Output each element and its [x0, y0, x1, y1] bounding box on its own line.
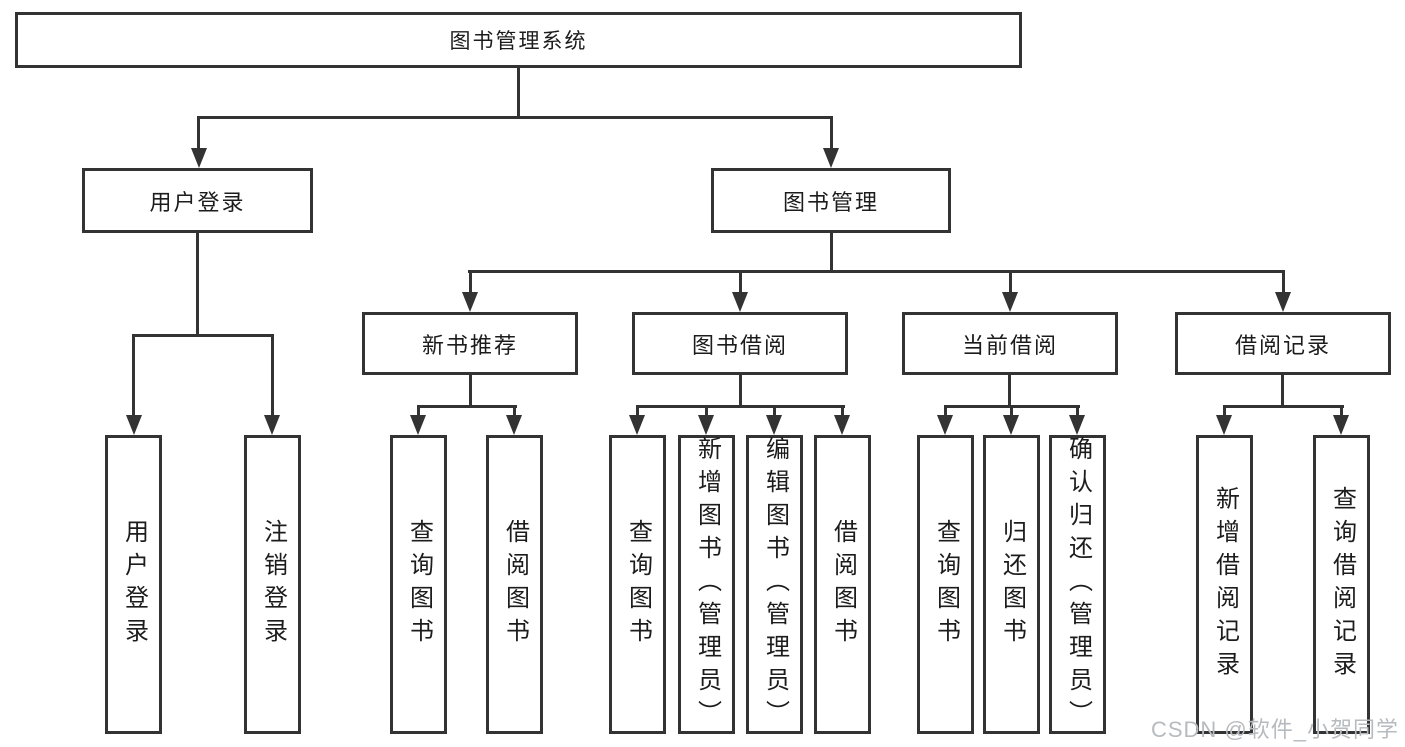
leaf-confirm-return-admin: 确认归还（管理员） — [1049, 435, 1106, 734]
connector-line — [417, 405, 517, 408]
arrow-head-icon — [834, 415, 850, 435]
leaf-add-books-admin: 新增图书（管理员） — [678, 435, 735, 734]
node-label: 当前借阅 — [961, 332, 1058, 358]
arrow-head-icon — [1002, 292, 1018, 312]
leaf-label: 归还图书 — [998, 518, 1026, 651]
leaf-label: 查询图书 — [405, 518, 433, 651]
node-label: 图书借阅 — [691, 332, 788, 358]
connector-line — [1281, 375, 1284, 408]
arrow-head-icon — [264, 415, 280, 435]
connector-line — [944, 405, 947, 417]
arrow-head-icon — [629, 415, 645, 435]
leaf-query-books-borrowing: 查询图书 — [609, 435, 666, 734]
connector-line — [1223, 405, 1344, 408]
connector-line — [1223, 405, 1226, 417]
leaf-label: 查询图书 — [932, 518, 960, 651]
node-user-login: 用户登录 — [82, 168, 313, 233]
node-current-borrowing: 当前借阅 — [902, 312, 1118, 375]
connector-line — [773, 405, 776, 417]
connector-line — [271, 334, 274, 417]
leaf-logout-login: 注销登录 — [244, 435, 301, 734]
connector-line — [469, 375, 472, 408]
leaf-label: 新增借阅记录 — [1211, 485, 1239, 684]
node-book-borrowing: 图书借阅 — [632, 312, 848, 375]
connector-line — [196, 233, 199, 337]
connector-line — [636, 405, 639, 417]
arrow-head-icon — [937, 415, 953, 435]
connector-line — [1008, 375, 1011, 408]
node-label: 借阅记录 — [1234, 332, 1331, 358]
connector-line — [1282, 270, 1285, 294]
connector-line — [705, 405, 708, 417]
arrow-head-icon — [1333, 415, 1349, 435]
leaf-label: 借阅图书 — [501, 518, 529, 651]
connector-line — [469, 270, 472, 294]
connector-line — [830, 116, 833, 150]
arrow-head-icon — [1003, 415, 1019, 435]
leaf-edit-books-admin: 编辑图书（管理员） — [746, 435, 803, 734]
leaf-return-books: 归还图书 — [983, 435, 1040, 734]
node-borrowing-records: 借阅记录 — [1175, 312, 1391, 375]
arrow-head-icon — [1069, 415, 1085, 435]
connector-line — [739, 270, 742, 294]
leaf-borrow-books-borrowing: 借阅图书 — [814, 435, 871, 734]
leaf-label: 查询图书 — [624, 518, 652, 651]
arrow-head-icon — [732, 292, 748, 312]
connector-line — [197, 116, 833, 119]
connector-line — [1010, 405, 1013, 417]
connector-line — [1076, 405, 1079, 417]
arrow-head-icon — [506, 415, 522, 435]
connector-line — [830, 233, 833, 273]
arrow-head-icon — [766, 415, 782, 435]
connector-line — [1340, 405, 1343, 417]
connector-line — [636, 405, 845, 408]
arrow-head-icon — [1275, 292, 1291, 312]
node-label: 用户登录 — [149, 189, 246, 215]
connector-line — [517, 68, 520, 118]
leaf-label: 查询借阅记录 — [1328, 485, 1356, 684]
leaf-label: 编辑图书（管理员） — [761, 436, 789, 733]
arrow-head-icon — [126, 415, 142, 435]
node-library-management-system: 图书管理系统 — [15, 12, 1022, 68]
connector-line — [197, 116, 200, 150]
arrow-head-icon — [462, 292, 478, 312]
leaf-query-books-current: 查询图书 — [917, 435, 974, 734]
node-new-book-recommend: 新书推荐 — [362, 312, 578, 375]
leaf-label: 新增图书（管理员） — [693, 436, 721, 733]
connector-line — [841, 405, 844, 417]
connector-line — [739, 375, 742, 408]
connector-line — [417, 405, 420, 417]
leaf-label: 确认归还（管理员） — [1064, 436, 1092, 733]
leaf-query-books-recommend: 查询图书 — [390, 435, 447, 734]
connector-line — [132, 334, 274, 337]
csdn-watermark: CSDN @软件_小贺同学 — [1150, 717, 1399, 742]
arrow-head-icon — [191, 148, 207, 168]
connector-line — [468, 270, 1285, 273]
leaf-label: 注销登录 — [259, 518, 287, 651]
leaf-label: 借阅图书 — [829, 518, 857, 651]
node-label: 图书管理 — [782, 189, 879, 215]
leaf-borrow-books-recommend: 借阅图书 — [486, 435, 543, 734]
connector-line — [1009, 270, 1012, 294]
arrow-head-icon — [410, 415, 426, 435]
node-book-management: 图书管理 — [711, 168, 951, 233]
connector-line — [513, 405, 516, 417]
node-label: 新书推荐 — [421, 332, 518, 358]
leaf-add-borrow-record: 新增借阅记录 — [1196, 435, 1253, 734]
arrow-head-icon — [698, 415, 714, 435]
arrow-head-icon — [823, 148, 839, 168]
arrow-head-icon — [1216, 415, 1232, 435]
leaf-user-login: 用户登录 — [105, 435, 162, 734]
node-label: 图书管理系统 — [449, 30, 588, 53]
leaf-query-borrow-record: 查询借阅记录 — [1313, 435, 1370, 734]
leaf-label: 用户登录 — [120, 518, 148, 651]
connector-line — [132, 334, 135, 417]
